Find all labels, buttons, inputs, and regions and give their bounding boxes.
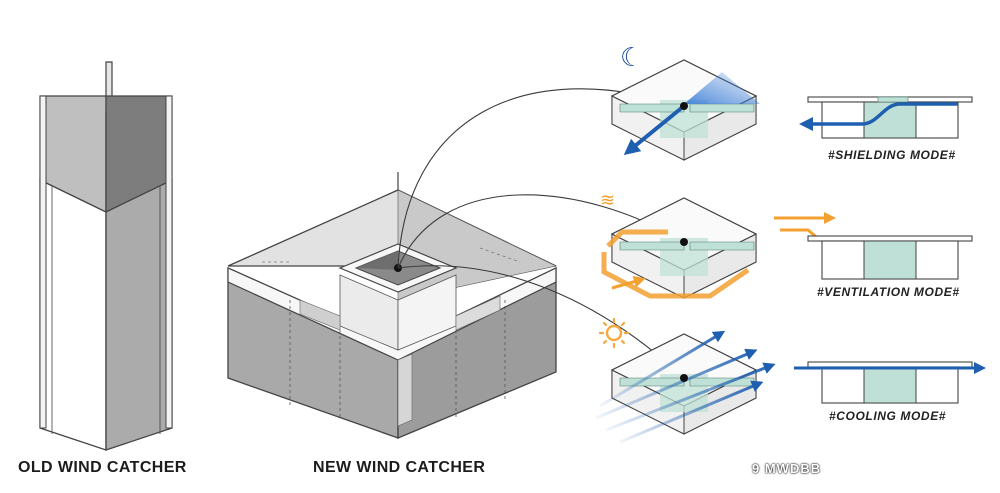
sun-icon <box>598 317 630 349</box>
ventilation-module: ≋ <box>600 190 836 299</box>
new-wind-catcher-label: NEW WIND CATCHER <box>313 459 486 476</box>
wind-icon: ≋ <box>600 190 615 211</box>
old-wind-catcher-drawing <box>39 61 173 451</box>
old-wind-catcher-label: OLD WIND CATCHER <box>18 459 187 476</box>
shielding-mode-label: #SHIELDING MODE# <box>828 148 956 162</box>
cooling-mode-label: #COOLING MODE# <box>829 409 947 423</box>
shielding-module: ☾ <box>610 43 760 161</box>
ventilation-section <box>807 235 973 280</box>
shielding-section <box>799 96 973 139</box>
cooling-section <box>794 361 986 404</box>
cooling-module <box>595 317 776 444</box>
ventilation-mode-label: #VENTILATION MODE# <box>817 285 960 299</box>
watermark: 9 MWDBB <box>752 461 822 476</box>
moon-icon: ☾ <box>620 43 643 73</box>
new-wind-catcher-drawing <box>227 172 557 439</box>
